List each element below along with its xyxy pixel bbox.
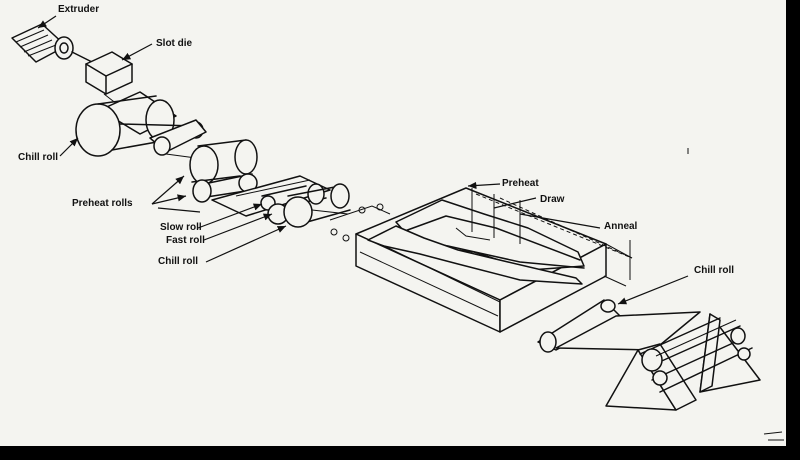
label-chill-roll-primary: Chill roll — [18, 152, 58, 163]
slot-die — [85, 51, 133, 109]
film-line-drawing — [11, 15, 784, 441]
label-slow-roll: Slow roll — [160, 222, 202, 233]
label-slot-die: Slot die — [156, 38, 193, 49]
leader-lines — [37, 15, 689, 305]
chill-roll-primary — [75, 91, 207, 159]
draw-rolls — [260, 183, 391, 242]
drawing-sheet: Extruder Slot die Chill roll Preheat rol… — [0, 0, 786, 446]
preheat-rolls — [189, 139, 258, 203]
label-preheat-rolls: Preheat rolls — [72, 198, 133, 209]
extruder — [11, 23, 97, 65]
label-anneal: Anneal — [604, 221, 638, 232]
label-draw: Draw — [540, 194, 565, 205]
label-fast-roll: Fast roll — [166, 235, 205, 246]
label-chill-roll-secondary: Chill roll — [158, 256, 198, 267]
label-preheat: Preheat — [502, 178, 539, 189]
take-up-section — [537, 299, 761, 411]
label-extruder: Extruder — [58, 4, 100, 15]
tenter-oven — [355, 187, 633, 333]
label-chill-roll-exit: Chill roll — [694, 265, 734, 276]
